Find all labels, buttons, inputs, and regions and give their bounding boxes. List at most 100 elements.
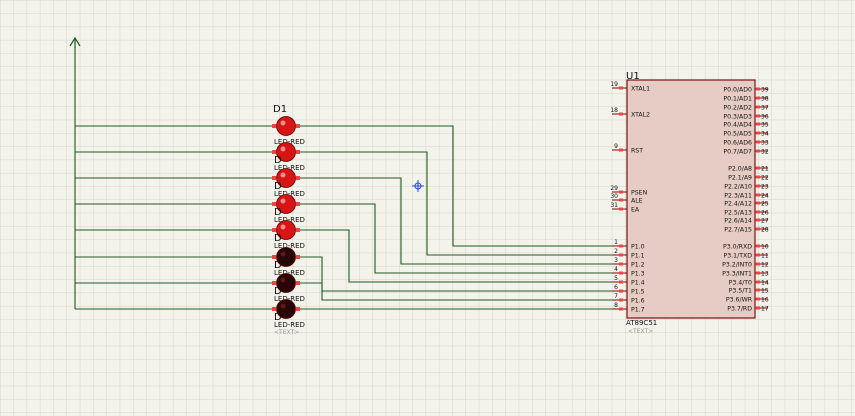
chip-left-pin[interactable]: 7P1.6 [612,293,645,305]
led-ref-label: D [274,207,282,218]
chip-right-pin[interactable]: 39 P0.0/AD0 [723,87,768,94]
pin-name: P1.1 [631,253,645,260]
pin-name: RST [631,148,643,155]
pin-name: P0.6/AD6 [723,140,752,147]
pin-name: P2.4/A12 [724,201,752,208]
led-pin-marker [296,150,300,154]
led-pin-marker [296,202,300,206]
led-part-label: LED-RED [274,295,305,303]
pin-name: P0.5/AD5 [723,131,752,138]
chip-right-pin[interactable]: 22 P2.1/A9 [728,175,769,182]
power-terminal[interactable] [69,36,81,48]
pin-name: P0.1/AD1 [723,96,752,103]
led[interactable]: LED-RED [272,116,305,147]
pin-number: 21 [761,166,769,173]
led-pin-marker [272,124,276,128]
pin-number: 5 [614,275,618,282]
led-text-placeholder: <TEXT> [274,329,299,336]
led-ref-label: D [274,233,282,244]
led-cathode-wire [299,177,612,265]
chip-left-pin[interactable]: 8P1.7 [612,302,645,314]
pin-marker [619,289,623,293]
led-pin-marker [272,150,276,154]
pin-marker [756,280,760,284]
pin-number: 19 [610,81,618,88]
chip-ref-label: U1 [626,71,640,82]
pin-marker [619,112,623,116]
pin-number: 22 [761,175,769,182]
pin-number: 15 [761,288,769,295]
led-pin-marker [272,307,276,311]
chip-left-pin[interactable]: 5P1.4 [612,275,645,287]
pin-marker [756,262,760,266]
pin-name: P1.5 [631,289,645,296]
chip-right-pin[interactable]: 13 P3.3/INT1 [722,271,769,278]
pin-name: PSEN [631,190,648,197]
pin-number: 10 [761,244,769,251]
led-highlight [280,198,286,204]
chip-left-pin[interactable]: 3P1.2 [612,257,645,269]
pin-name: P2.1/A9 [728,175,752,182]
chip-left-pin[interactable]: 1P1.0 [612,239,645,251]
chip-left-pin[interactable]: 6P1.5 [612,284,645,296]
chip-body[interactable] [626,79,756,319]
led-highlight [280,277,286,283]
pin-number: 37 [761,105,769,112]
pin-number: 39 [761,87,769,94]
chip-left-pin[interactable]: 4P1.3 [612,266,645,278]
chip-right-pin[interactable]: 10 P3.0/RXD [723,244,769,251]
pin-marker [619,307,623,311]
pin-name: P1.2 [631,262,645,269]
pin-number: 3 [614,257,618,264]
pin-name: P3.3/INT1 [722,271,752,278]
pin-name: P3.0/RXD [723,244,752,251]
pin-number: 8 [614,302,618,309]
pin-marker [756,271,760,275]
pin-name: P3.2/INT0 [722,262,752,269]
pin-marker [756,253,760,257]
pin-number: 18 [610,107,618,114]
chip-left-pin[interactable]: 2P1.1 [612,248,645,260]
pin-marker [756,175,760,179]
pin-number: 13 [761,271,769,278]
pin-name: P0.0/AD0 [723,87,752,94]
pin-marker [619,207,623,211]
led-highlight [280,146,286,152]
probe-marker[interactable] [412,180,424,192]
